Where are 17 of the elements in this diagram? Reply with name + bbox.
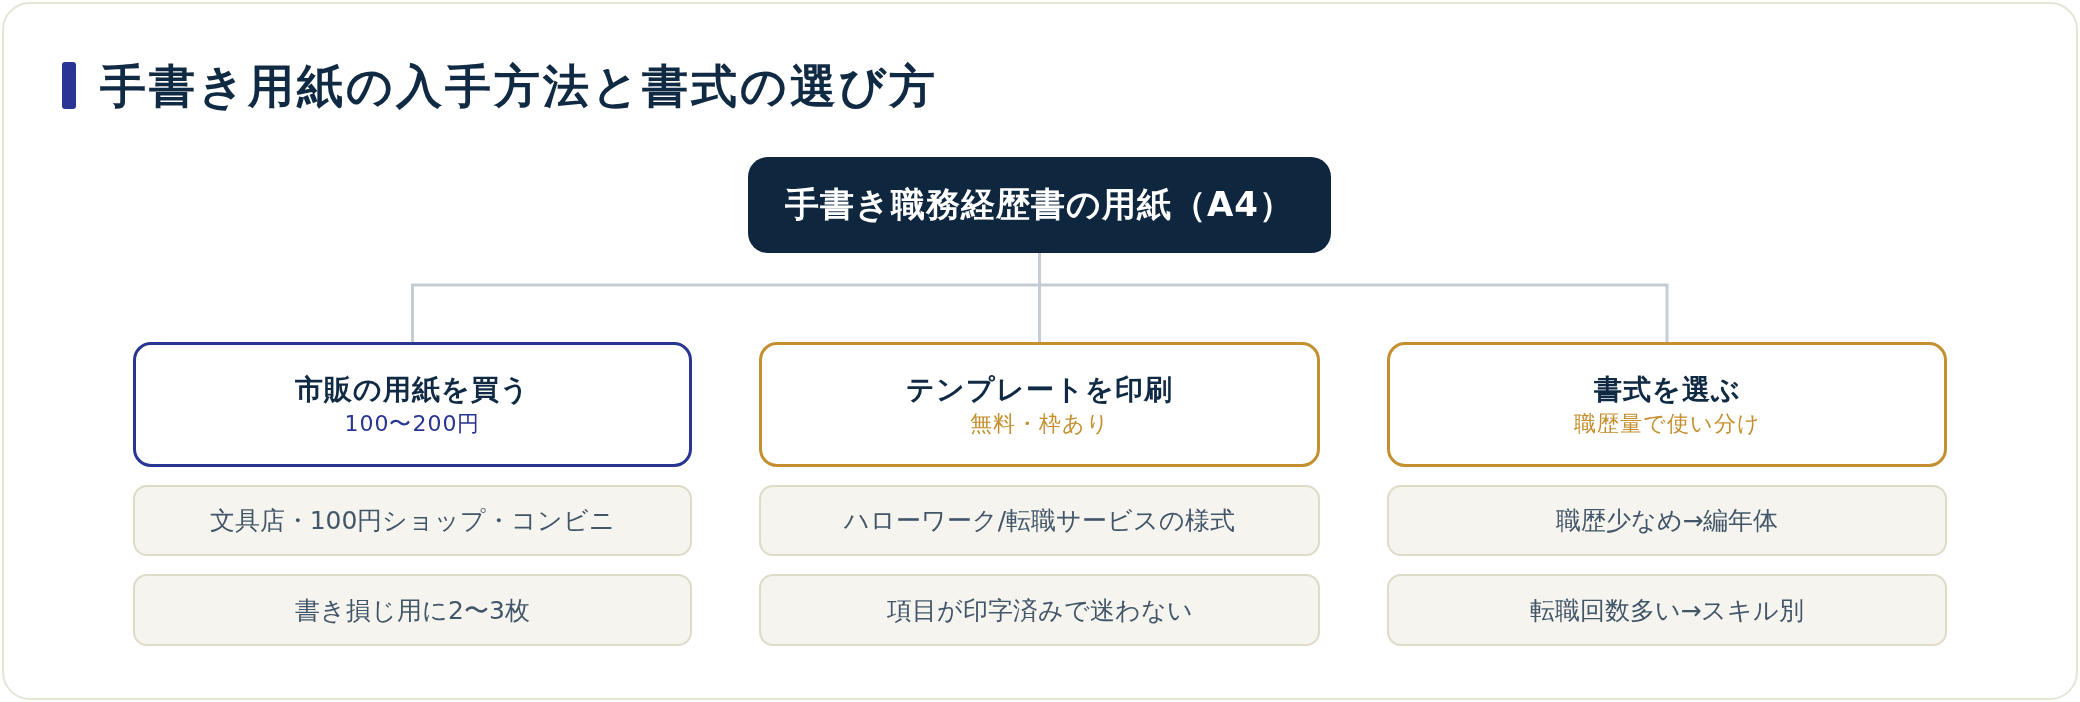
- box-heading: 市販の用紙を買う: [295, 371, 530, 408]
- note-box: 職歴少なめ→編年体: [1387, 485, 1947, 556]
- category-box: [133, 342, 692, 467]
- box-subheading: 職歴量で使い分け: [1573, 409, 1761, 438]
- note-box: 転職回数多い→スキル別: [1387, 574, 1947, 646]
- root-box: 手書き職務経歴書の用紙（A4）: [748, 157, 1331, 253]
- heading: 手書き用紙の入手方法と書式の選び方: [100, 58, 938, 114]
- box-subheading: 無料・枠あり: [969, 409, 1110, 438]
- category-box: [759, 342, 1320, 467]
- note-box: 書き損じ用に2〜3枚: [133, 574, 692, 646]
- note-box: 項目が印字済みで迷わない: [759, 574, 1320, 646]
- category-box: [1387, 342, 1947, 467]
- note-box: ハローワーク/転職サービスの様式: [759, 485, 1320, 556]
- box-heading: テンプレートを印刷: [906, 371, 1173, 408]
- box-subheading: 100〜200円: [344, 409, 481, 438]
- box-heading: 書式を選ぶ: [1593, 371, 1741, 408]
- note-box: 文具店・100円ショップ・コンビニ: [133, 485, 692, 556]
